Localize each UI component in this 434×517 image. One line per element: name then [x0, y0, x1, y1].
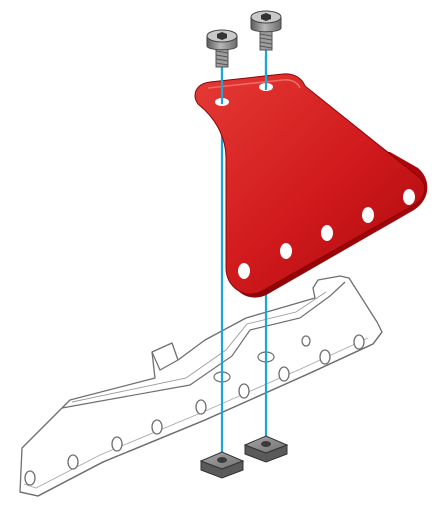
plate-hole [152, 420, 162, 434]
bracket-hole [403, 189, 415, 205]
bracket-hole [321, 225, 333, 241]
screw-2-thread [260, 30, 272, 50]
bracket-face [195, 74, 425, 294]
bracket-hole [280, 243, 292, 259]
plate-hole [320, 350, 330, 364]
plate-hole [25, 471, 35, 485]
plate-hole [239, 384, 249, 398]
nut-2-hole [261, 441, 271, 447]
plate-hole [279, 367, 289, 381]
screw-2 [251, 11, 281, 50]
screw-1 [207, 30, 237, 67]
plate-hole [68, 455, 78, 469]
red-bracket [195, 74, 427, 298]
plate-hole [302, 336, 310, 346]
bracket-hole [362, 207, 374, 223]
nut-2 [245, 436, 287, 462]
plate-hole [112, 437, 122, 451]
plate-hole [196, 400, 206, 414]
nut-1 [201, 452, 243, 478]
plate-hole [354, 335, 364, 349]
bracket-hole [238, 263, 250, 279]
nut-1-hole [217, 457, 227, 463]
